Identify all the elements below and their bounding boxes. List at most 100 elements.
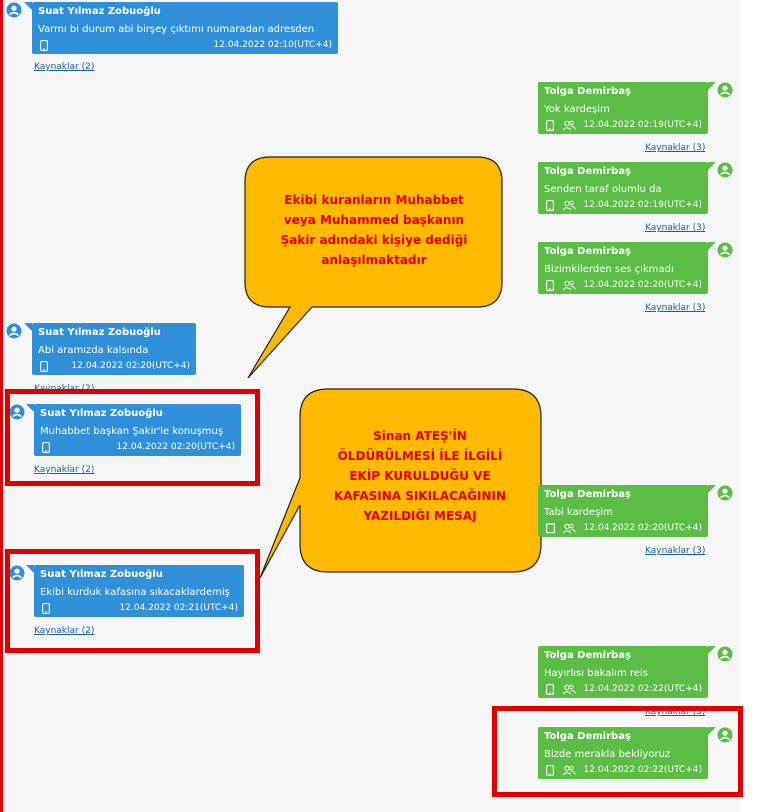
callout-1-line: veya Muhammed başkanın xyxy=(283,213,465,227)
user-avatar-icon xyxy=(717,162,733,178)
sources-link[interactable]: Kaynaklar (2) xyxy=(34,62,95,72)
message-bubble[interactable]: Tolga Demirbaş Bizde merakla bekliyoruz … xyxy=(538,727,716,779)
message-text: Bizimkilerden ses çıkmadı xyxy=(544,264,674,275)
bubble-tail xyxy=(708,646,716,654)
message-footer: 12.04.2022 02:20(UTC+4) xyxy=(38,360,190,373)
sources-link[interactable]: Kaynaklar (3) xyxy=(645,223,706,233)
message-text: Varmı bi durum abi birşey çıktımı numara… xyxy=(38,24,315,35)
sources-link[interactable]: Kaynaklar (3) xyxy=(645,143,706,153)
phone-icon xyxy=(546,684,554,695)
phone-icon xyxy=(40,361,48,372)
callout-2-line: KAFASINA SIKILACAĞININ xyxy=(333,489,507,503)
callout-1-line: Şakir adındaki kişiye dediği xyxy=(280,233,468,247)
user-avatar-icon xyxy=(717,485,733,501)
group-icon xyxy=(562,280,576,291)
phone-icon xyxy=(546,120,554,131)
user-avatar-icon xyxy=(6,2,22,18)
callout-1-line: Ekibi kuranların Muhabbet xyxy=(284,193,464,207)
message-text: Tabi kardeşim xyxy=(544,507,613,518)
sources-link[interactable]: Kaynaklar (2) xyxy=(34,465,95,475)
phone-icon xyxy=(546,765,554,776)
left-red-border xyxy=(0,0,3,812)
message-sender: Tolga Demirbaş xyxy=(544,246,631,257)
message-footer: 12.04.2022 02:10(UTC+4) xyxy=(38,39,332,52)
message-timestamp: 12.04.2022 02:22(UTC+4) xyxy=(583,684,702,694)
callout-bubble-1 xyxy=(244,156,503,379)
group-icon xyxy=(562,523,576,534)
callout-bubble-2 xyxy=(259,388,542,579)
callout-2-line: EKİP KURULDUĞU VE xyxy=(349,469,491,483)
message-bubble[interactable]: Suat Yılmaz Zobuoğlu Muhabbet başkan Şak… xyxy=(26,404,241,456)
user-avatar-icon xyxy=(717,82,733,98)
bubble-tail xyxy=(708,82,716,90)
group-icon xyxy=(562,120,576,131)
bubble-tail xyxy=(26,565,34,573)
message-footer: 12.04.2022 02:20(UTC+4) xyxy=(40,441,235,454)
message-timestamp: 12.04.2022 02:22(UTC+4) xyxy=(583,765,702,775)
user-avatar-icon xyxy=(717,242,733,258)
message-sender: Tolga Demirbaş xyxy=(544,731,631,742)
message-sender: Suat Yılmaz Zobuoğlu xyxy=(38,6,161,17)
message-bubble[interactable]: Tolga Demirbaş Yok kardeşim 12.04.2022 0… xyxy=(538,82,716,134)
message-sender: Suat Yılmaz Zobuoğlu xyxy=(38,327,161,338)
message-timestamp: 12.04.2022 02:20(UTC+4) xyxy=(116,442,235,452)
highlight-box xyxy=(5,549,260,653)
message-timestamp: 12.04.2022 02:19(UTC+4) xyxy=(583,120,702,130)
message-bubble[interactable]: Suat Yılmaz Zobuoğlu Varmı bi durum abi … xyxy=(24,2,338,54)
message-text: Ekibi kurduk kafasına sıkacaklardemiş xyxy=(40,587,230,598)
message-bubble[interactable]: Suat Yılmaz Zobuoğlu Abi aramızda kalsın… xyxy=(24,323,196,375)
message-timestamp: 12.04.2022 02:21(UTC+4) xyxy=(119,603,238,613)
message-footer: 12.04.2022 02:20(UTC+4) xyxy=(544,279,702,292)
message-text: Senden taraf olumlu da xyxy=(544,184,662,195)
message-text: Yok kardeşim xyxy=(544,104,610,115)
message-timestamp: 12.04.2022 02:20(UTC+4) xyxy=(583,280,702,290)
message-text: Hayırlısı bakalım reis xyxy=(544,668,648,679)
sources-link[interactable]: Kaynaklar (3) xyxy=(645,546,706,556)
bubble-tail xyxy=(708,727,716,735)
callout-text-2: Sinan ATEŞ'İN ÖLDÜRÜLMESİ İLE İLGİLİ EKİ… xyxy=(304,426,536,526)
bubble-tail xyxy=(708,485,716,493)
phone-icon xyxy=(40,40,48,51)
group-icon xyxy=(562,765,576,776)
message-text: Abi aramızda kalsında xyxy=(38,345,149,356)
message-bubble[interactable]: Tolga Demirbaş Senden taraf olumlu da 12… xyxy=(538,162,716,214)
message-timestamp: 12.04.2022 02:20(UTC+4) xyxy=(71,361,190,371)
callout-text-1: Ekibi kuranların Muhabbet veya Muhammed … xyxy=(250,190,498,270)
message-bubble[interactable]: Suat Yılmaz Zobuoğlu Ekibi kurduk kafası… xyxy=(26,565,244,617)
user-avatar-icon xyxy=(9,565,25,581)
callout-2-line: ÖLDÜRÜLMESİ İLE İLGİLİ xyxy=(337,449,503,463)
bubble-tail xyxy=(24,2,32,10)
sources-link[interactable]: Kaynaklar (3) xyxy=(645,303,706,313)
message-footer: 12.04.2022 02:19(UTC+4) xyxy=(544,199,702,212)
message-timestamp: 12.04.2022 02:10(UTC+4) xyxy=(213,40,332,50)
message-sender: Tolga Demirbaş xyxy=(544,166,631,177)
message-bubble[interactable]: Tolga Demirbaş Bizimkilerden ses çıkmadı… xyxy=(538,242,716,294)
message-timestamp: 12.04.2022 02:19(UTC+4) xyxy=(583,200,702,210)
callout-2-line: YAZILDIĞI MESAJ xyxy=(363,509,477,523)
user-avatar-icon xyxy=(9,404,25,420)
callout-2-line: Sinan ATEŞ'İN xyxy=(373,429,467,443)
sources-link[interactable]: Kaynaklar (2) xyxy=(34,626,95,636)
message-sender: Tolga Demirbaş xyxy=(544,650,631,661)
message-bubble[interactable]: Tolga Demirbaş Tabi kardeşim 12.04.2022 … xyxy=(538,485,716,537)
bubble-tail xyxy=(708,242,716,250)
group-icon xyxy=(562,200,576,211)
bubble-tail xyxy=(708,162,716,170)
message-bubble[interactable]: Tolga Demirbaş Hayırlısı bakalım reis 12… xyxy=(538,646,716,698)
message-footer: 12.04.2022 02:20(UTC+4) xyxy=(544,522,702,535)
phone-icon xyxy=(546,280,554,291)
group-icon xyxy=(562,684,576,695)
message-sender: Suat Yılmaz Zobuoğlu xyxy=(40,569,163,580)
callout-1-line: anlaşılmaktadır xyxy=(321,253,427,267)
bubble-tail xyxy=(26,404,34,412)
message-footer: 12.04.2022 02:22(UTC+4) xyxy=(544,683,702,696)
phone-icon xyxy=(546,200,554,211)
message-sender: Suat Yılmaz Zobuoğlu xyxy=(40,408,163,419)
user-avatar-icon xyxy=(717,646,733,662)
user-avatar-icon xyxy=(6,323,22,339)
message-text: Bizde merakla bekliyoruz xyxy=(544,749,671,760)
sources-link[interactable]: Kaynaklar (3) xyxy=(645,707,706,717)
message-footer: 12.04.2022 02:19(UTC+4) xyxy=(544,119,702,132)
square-icon xyxy=(546,523,555,534)
